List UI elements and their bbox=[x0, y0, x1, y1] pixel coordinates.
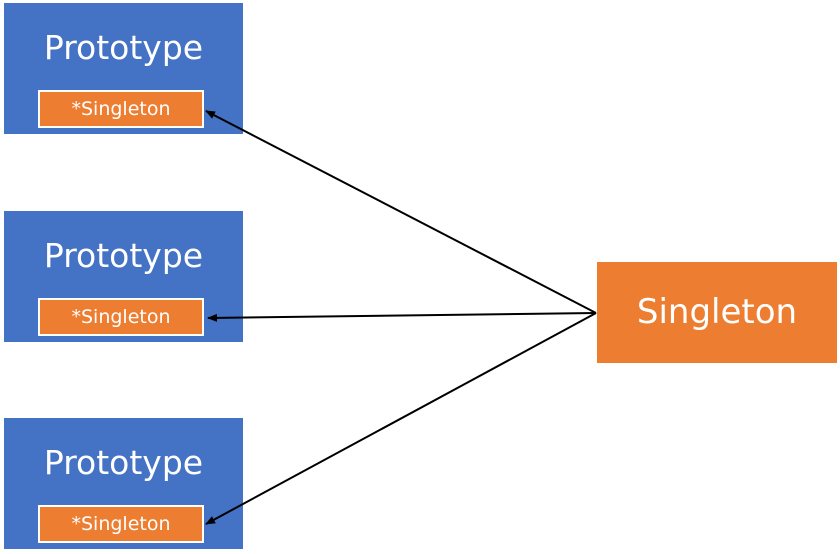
prototype-title: Prototype bbox=[43, 443, 204, 482]
prototype-box-2: Prototype *Singleton bbox=[4, 211, 243, 342]
prototype-box-3: Prototype *Singleton bbox=[4, 418, 243, 549]
prototype-box-1: Prototype *Singleton bbox=[4, 3, 243, 134]
singleton-box: Singleton bbox=[597, 262, 837, 363]
arrow-to-prototype-2 bbox=[207, 312, 597, 322]
singleton-reference-box: *Singleton bbox=[38, 298, 204, 336]
prototype-title: Prototype bbox=[43, 236, 204, 275]
singleton-reference-box: *Singleton bbox=[38, 505, 204, 543]
prototype-title: Prototype bbox=[43, 28, 204, 67]
arrow-to-prototype-3 bbox=[205, 312, 597, 525]
singleton-reference-box: *Singleton bbox=[38, 90, 204, 128]
arrow-to-prototype-1 bbox=[205, 110, 597, 314]
